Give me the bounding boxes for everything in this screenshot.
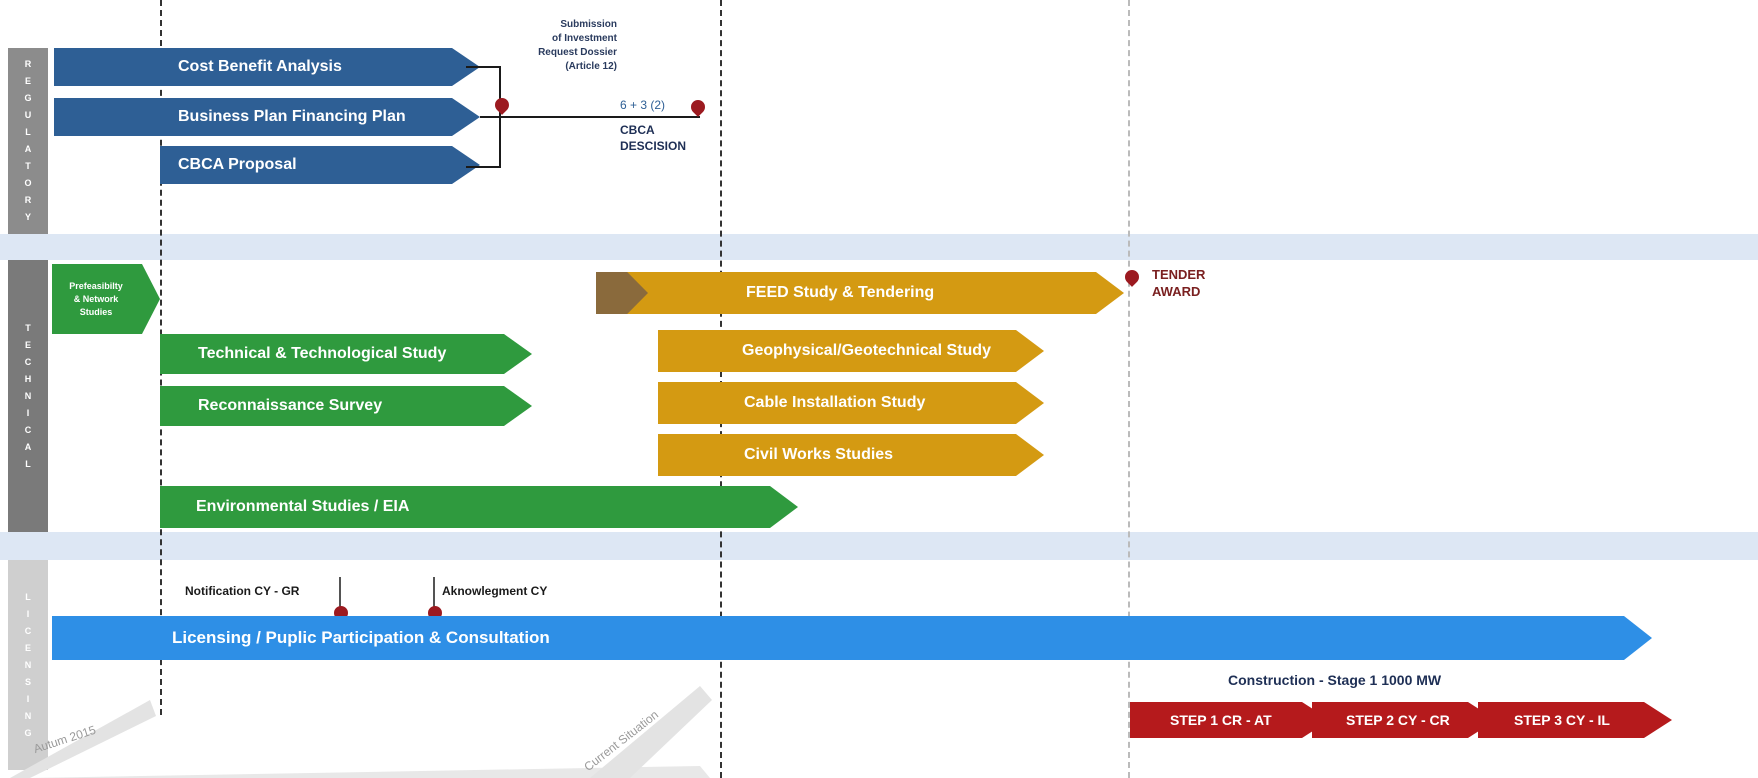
- geophysical-study-bar: Geophysical/Geotechnical Study: [658, 330, 1044, 372]
- separator-band-2: [0, 532, 1758, 560]
- separator-band-1: [0, 234, 1758, 260]
- civil-works-label: Civil Works Studies: [744, 446, 894, 463]
- prefeasibility-line-2: & Network: [73, 293, 119, 304]
- licensing-label: Licensing / Puplic Participation & Consu…: [172, 628, 550, 647]
- licensing-bar: Licensing / Puplic Participation & Consu…: [52, 616, 1652, 660]
- environmental-studies-label: Environmental Studies / EIA: [196, 498, 410, 515]
- cable-installation-label: Cable Installation Study: [744, 394, 926, 411]
- geophysical-study-label: Geophysical/Geotechnical Study: [742, 342, 991, 359]
- business-plan-label: Business Plan Financing Plan: [178, 108, 406, 125]
- feed-study-bar: FEED Study & Tendering: [596, 272, 1124, 314]
- civil-works-bar: Civil Works Studies: [658, 434, 1044, 476]
- step-3-bar: STEP 3 CY - IL: [1478, 702, 1672, 738]
- prefeasibility-line-3: Studies: [79, 306, 113, 317]
- submission-line-4: (Article 12): [565, 61, 617, 72]
- step-2-bar: STEP 2 CY - CR: [1312, 702, 1496, 738]
- construction-label: Construction - Stage 1 1000 MW: [1228, 672, 1442, 688]
- reconnaissance-survey-label: Reconnaissance Survey: [198, 397, 383, 414]
- step-3-label: STEP 3 CY - IL: [1514, 712, 1610, 728]
- milestone-line-tender: [1128, 0, 1130, 778]
- prefeasibility-bar: Prefeasibilty & Network Studies: [52, 264, 160, 334]
- prefeasibility-line-1: Prefeasibilty: [69, 280, 123, 291]
- cost-benefit-analysis-label: Cost Benefit Analysis: [178, 58, 342, 75]
- cbca-proposal-label: CBCA Proposal: [178, 156, 297, 173]
- step-2-label: STEP 2 CY - CR: [1346, 712, 1450, 728]
- tender-award-line-2: AWARD: [1152, 284, 1201, 299]
- cost-benefit-analysis-bar: Cost Benefit Analysis: [54, 48, 480, 86]
- cbca-decision-line-1: CBCA: [620, 123, 655, 137]
- acknowledgment-label: Aknowlegment CY: [442, 584, 548, 598]
- months-label: 6 + 3 (2): [620, 98, 666, 112]
- submission-line-1: Submission: [560, 19, 617, 30]
- cbca-decision-label: CBCA DESCISION: [620, 122, 686, 154]
- business-plan-bar: Business Plan Financing Plan: [54, 98, 480, 136]
- step-1-bar: STEP 1 CR - AT: [1130, 702, 1330, 738]
- cbca-proposal-bar: CBCA Proposal: [160, 146, 480, 184]
- step-1-label: STEP 1 CR - AT: [1170, 712, 1272, 728]
- cbca-decision-line-2: DESCISION: [620, 139, 687, 153]
- submission-label: Submission of Investment Request Dossier…: [505, 18, 617, 74]
- tender-award-line-1: TENDER: [1152, 267, 1206, 282]
- submission-line-3: Request Dossier: [538, 47, 617, 58]
- reconnaissance-survey-bar: Reconnaissance Survey: [160, 386, 532, 426]
- submission-line-2: of Investment: [551, 33, 617, 44]
- environmental-studies-bar: Environmental Studies / EIA: [160, 486, 798, 528]
- technical-study-label: Technical & Technological Study: [198, 345, 447, 362]
- notification-label: Notification CY - GR: [185, 584, 300, 598]
- technical-study-bar: Technical & Technological Study: [160, 334, 532, 374]
- cable-installation-bar: Cable Installation Study: [658, 382, 1044, 424]
- tender-award-label: TENDER AWARD: [1152, 266, 1205, 300]
- feed-study-label: FEED Study & Tendering: [746, 284, 935, 301]
